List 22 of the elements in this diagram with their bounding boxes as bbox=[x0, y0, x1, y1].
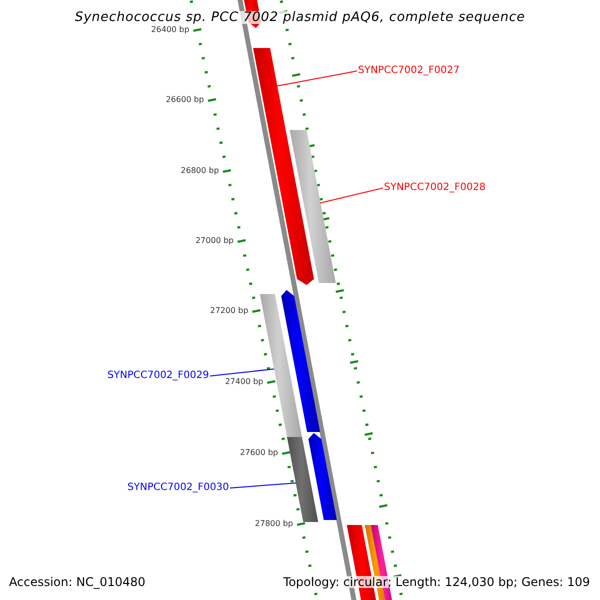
summary-text: Topology: circular; Length: 124,030 bp; Genes: 109 bbox=[283, 576, 590, 588]
position-label: 27000 bp bbox=[195, 237, 234, 245]
position-label: 27600 bp bbox=[240, 449, 278, 457]
gene-bar bbox=[308, 433, 337, 520]
accession-text: Accession: NC_010480 bbox=[9, 576, 146, 588]
gene-label: SYNPCC7002_F0028 bbox=[384, 183, 486, 193]
position-label: 27800 bp bbox=[254, 520, 294, 528]
position-label: 27200 bp bbox=[210, 307, 248, 315]
position-label: 26400 bp bbox=[151, 26, 190, 34]
position-label: 27400 bp bbox=[225, 378, 264, 386]
leader-line bbox=[230, 482, 296, 488]
position-label: 26800 bp bbox=[180, 167, 219, 175]
position-label: 26600 bp bbox=[166, 96, 204, 104]
leader-line bbox=[276, 70, 358, 86]
leader-line bbox=[320, 188, 384, 204]
title: Synechococcus sp. PCC 7002 plasmid pAQ6, complete sequence bbox=[74, 11, 526, 24]
gene-bar bbox=[281, 290, 320, 432]
gene-label: SYNPCC7002_F0027 bbox=[358, 66, 460, 76]
gene-label: SYNPCC7002_F0029 bbox=[107, 371, 209, 381]
gene-bar bbox=[290, 130, 336, 283]
gene-label: SYNPCC7002_F0030 bbox=[127, 483, 229, 493]
leader-line bbox=[210, 368, 274, 376]
